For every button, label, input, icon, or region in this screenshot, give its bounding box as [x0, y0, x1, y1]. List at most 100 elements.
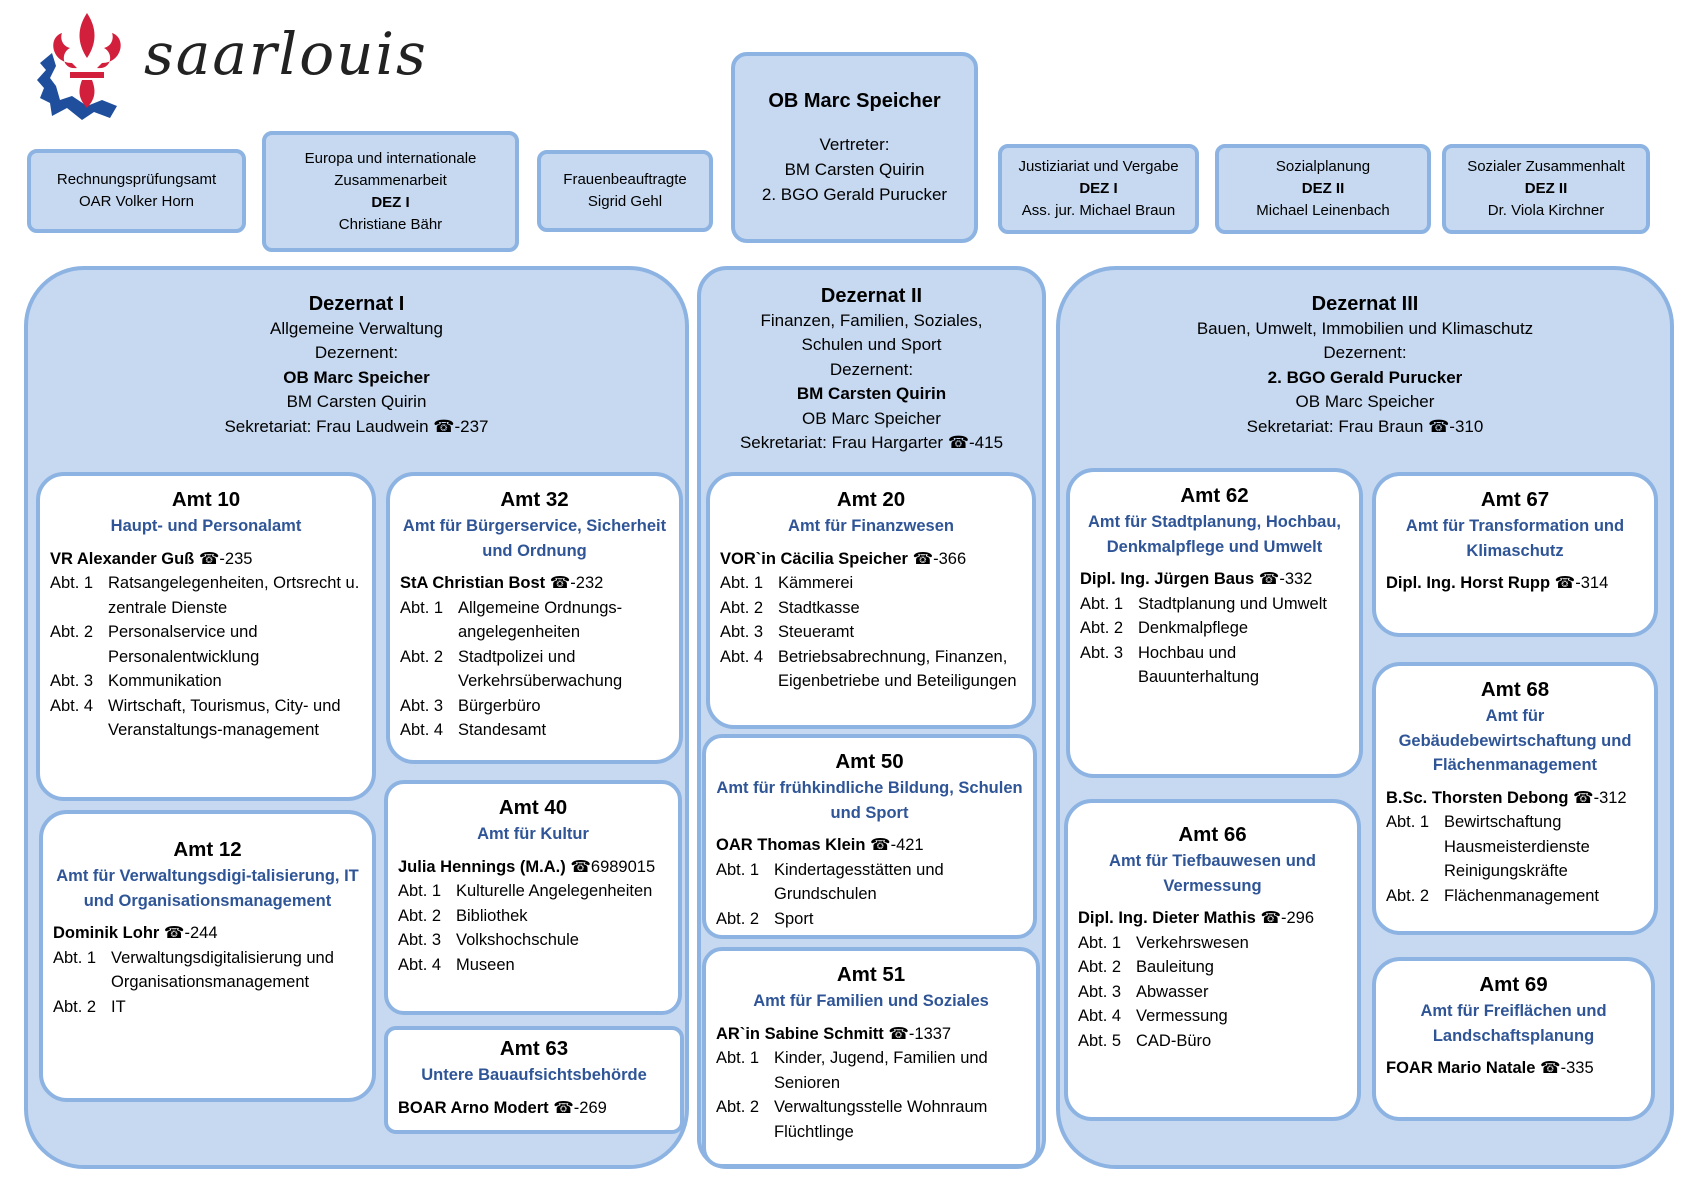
dezernent-deputy: OB Marc Speicher [802, 408, 941, 428]
amt-subtitle: Amt für Stadtplanung, Hochbau, Denkmalpf… [1088, 513, 1341, 556]
amt-title: Amt 63 [499, 1037, 569, 1060]
abteilung-name: Verwaltungsdigitalisierung und Organisat… [111, 948, 334, 992]
abteilung-name: Museen [456, 955, 515, 974]
box-frauenbeauftragte: Frauenbeauftragte Sigrid Gehl [537, 150, 713, 232]
line: BM Carsten Quirin [784, 159, 925, 179]
abteilung-number: Abt. 1 [720, 574, 764, 592]
amt-subtitle: Amt für Bürgerservice, Sicherheit und Or… [402, 517, 667, 560]
phone-extension: -296 [1281, 909, 1315, 927]
head-name: StA Christian Bost [400, 574, 546, 592]
abteilung-name: Allgemeine Ordnungs-angelegenheiten [458, 598, 623, 642]
head-name: FOAR Mario Natale [1386, 1059, 1536, 1077]
amt-head: StA Christian Bost ☎-232 [400, 571, 669, 596]
abteilung-name: CAD-Büro [1136, 1031, 1212, 1050]
amt-title: Amt 69 [1479, 973, 1548, 996]
abteilung-number: Abt. 1 [716, 1049, 760, 1067]
abteilung-name: Steueramt [778, 623, 855, 641]
abteilung-number: Abt. 2 [716, 1098, 760, 1116]
abteilung-number: Abt. 3 [1078, 982, 1122, 1001]
amt-head: Dipl. Ing. Dieter Mathis ☎-296 [1078, 906, 1347, 931]
head-name: AR`in Sabine Schmitt [716, 1024, 884, 1043]
abteilung-name: Wirtschaft, Tourismus, City- und Veranst… [108, 696, 341, 740]
amt-head: VR Alexander Guß ☎-235 [50, 547, 362, 572]
line: Vertreter: [819, 134, 890, 154]
abteilung-name: Stadtkasse [778, 598, 860, 617]
box-sozialer-zusammenhalt: Sozialer Zusammenhalt DEZ II Dr. Viola K… [1442, 144, 1650, 234]
amt-title: Amt 12 [173, 838, 242, 861]
abteilung-number: Abt. 1 [1386, 813, 1430, 831]
amt-title: Amt 68 [1480, 678, 1550, 701]
abteilung-number: Abt. 1 [400, 598, 444, 617]
amt-head: VOR`in Cäcilia Speicher ☎-366 [720, 547, 1022, 572]
phone-icon: ☎ [159, 924, 185, 942]
abteilung-name: Standesamt [458, 721, 547, 739]
secretariat: Sekretariat: Frau Braun [1246, 416, 1424, 436]
amt-subtitle: Haupt- und Personalamt [110, 517, 302, 535]
abteilung-name: Kämmerei [778, 574, 854, 592]
line: 2. BGO Gerald Purucker [761, 184, 948, 204]
dezernat-subtitle: Finanzen, Familien, Soziales, [760, 310, 983, 330]
dezernent-name: OB Marc Speicher [283, 367, 430, 387]
dezernent-label: Dezernent: [314, 343, 399, 362]
line: Justiziariat und Vergabe [1018, 158, 1179, 175]
secretariat: Sekretariat: Frau Laudwein [224, 416, 429, 436]
phone-icon: ☎ [428, 416, 455, 436]
amt-head: Dipl. Ing. Horst Rupp ☎-314 [1386, 571, 1644, 596]
dezernat-subtitle: Schulen und Sport [801, 335, 942, 354]
abteilung-name: Denkmalpflege [1138, 619, 1249, 637]
amt-title: Amt 67 [1480, 488, 1550, 511]
abteilung-number: Abt. 2 [720, 598, 764, 617]
abteilung-name: IT [111, 997, 126, 1016]
amt-title: Amt 51 [836, 963, 906, 986]
phone-icon: ☎ [548, 1098, 574, 1117]
amt-head: OAR Thomas Klein ☎-421 [716, 833, 1023, 858]
amt-subtitle: Amt für frühkindliche Bildung, Schulen u… [716, 779, 1023, 822]
ob-title: OB Marc Speicher [768, 89, 941, 112]
head-name: VR Alexander Guß [50, 549, 195, 568]
amt-subtitle: Amt für Familien und Soziales [753, 992, 989, 1010]
phone-icon: ☎ [545, 574, 571, 592]
phone-icon: ☎ [865, 836, 891, 854]
dezernat-title: Dezernat I [308, 293, 405, 315]
amt-subtitle: Amt für Gebäudebewirtschaftung und Fläch… [1398, 707, 1632, 774]
abteilung-name: Verkehrswesen [1136, 933, 1249, 952]
abteilung-number: Abt. 1 [398, 882, 442, 900]
line: DEZ I [1079, 180, 1118, 197]
phone-extension: -335 [1560, 1059, 1594, 1077]
phone-extension: -310 [1449, 416, 1484, 436]
amt-subtitle: Amt für Finanzwesen [788, 517, 954, 535]
abteilung-number: Abt. 2 [53, 997, 97, 1016]
abteilung-number: Abt. 2 [400, 647, 444, 666]
abteilung-name: Volkshochschule [456, 931, 579, 949]
amt-subtitle: Amt für Tiefbauwesen und Vermessung [1109, 852, 1316, 895]
amt-head: FOAR Mario Natale ☎-335 [1386, 1056, 1641, 1081]
phone-extension: -312 [1593, 788, 1627, 807]
abteilung-name: Bürgerbüro [458, 696, 541, 715]
amt-title: Amt 32 [500, 488, 569, 511]
line: Michael Leinenbach [1256, 202, 1390, 219]
dezernat-title: Dezernat II [820, 285, 923, 307]
line: DEZ I [371, 193, 410, 211]
amt-subtitle: Amt für Transformation und Klimaschutz [1405, 517, 1625, 560]
abteilung-number: Abt. 4 [398, 955, 442, 974]
phone-icon: ☎ [1255, 909, 1281, 927]
phone-icon: ☎ [194, 549, 220, 568]
secretariat-line: Sekretariat: Frau Hargarter ☎-415 [701, 431, 1042, 456]
dezernat-title: Dezernat III [1311, 293, 1419, 315]
fleur-de-lis-icon [37, 13, 121, 120]
amt-32: Amt 32 Amt für Bürgerservice, Sicherheit … [386, 472, 683, 764]
abteilung-number: Abt. 1 [53, 948, 97, 967]
line: Dr. Viola Kirchner [1487, 202, 1605, 219]
secretariat-line: Sekretariat: Frau Laudwein ☎-237 [28, 415, 685, 440]
line: Sigrid Gehl [587, 193, 663, 210]
